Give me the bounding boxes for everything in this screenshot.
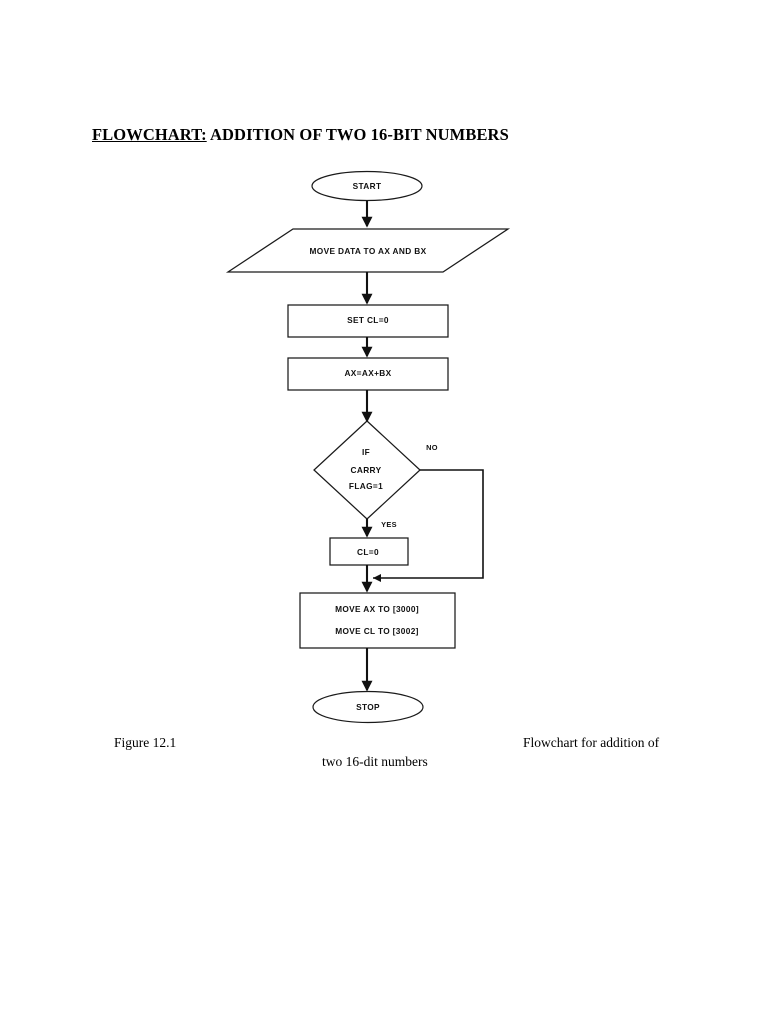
stop-label: STOP [356,702,380,712]
store-label-line1: MOVE AX TO [3000] [335,604,419,614]
figure-caption-right: Flowchart for addition of [523,735,660,750]
connector-no-path [373,469,484,579]
connector-no-arrowhead [373,574,381,582]
add-label: AX=AX+BX [344,368,391,378]
store-box-shape [299,592,456,649]
stop-oval-shape [312,690,424,724]
set-cl-label: SET CL=0 [347,315,389,325]
figure-caption-second-line: two 16-dit numbers [322,754,428,769]
node-stop: STOP [312,690,424,724]
page-title: FLOWCHART: ADDITION OF TWO 16-BIT NUMBER… [92,125,509,145]
input-parallelogram-shape [225,228,511,273]
page-title-underlined: FLOWCHART: [92,125,207,144]
store-label-line2: MOVE CL TO [3002] [335,626,419,636]
node-add: AX=AX+BX [287,357,449,391]
add-box-shape [287,357,449,391]
cl-zero-box-shape [329,537,409,566]
node-start: START [311,170,423,202]
cl-zero-label: CL=0 [357,547,379,557]
page-title-rest: ADDITION OF TWO 16-BIT NUMBERS [206,125,509,144]
node-input: MOVE DATA TO AX AND BX [225,228,511,273]
branch-no: NO [373,443,484,582]
figure-number: Figure 12.1 [114,735,177,750]
decision-label-line3: FLAG=1 [349,481,383,491]
input-label: MOVE DATA TO AX AND BX [310,246,427,256]
node-set-cl: SET CL=0 [287,304,449,338]
node-cl-zero: CL=0 [329,537,409,566]
decision-label-line2: CARRY [351,465,382,475]
node-decision: IF CARRY FLAG=1 [313,420,421,520]
branch-yes: YES [361,519,397,538]
yes-branch-label: YES [381,520,397,529]
node-store: MOVE AX TO [3000] MOVE CL TO [3002] [299,592,456,649]
start-label: START [353,181,382,191]
set-cl-box-shape [287,304,449,338]
decision-label-line1: IF [362,447,370,457]
no-branch-label: NO [426,443,438,452]
